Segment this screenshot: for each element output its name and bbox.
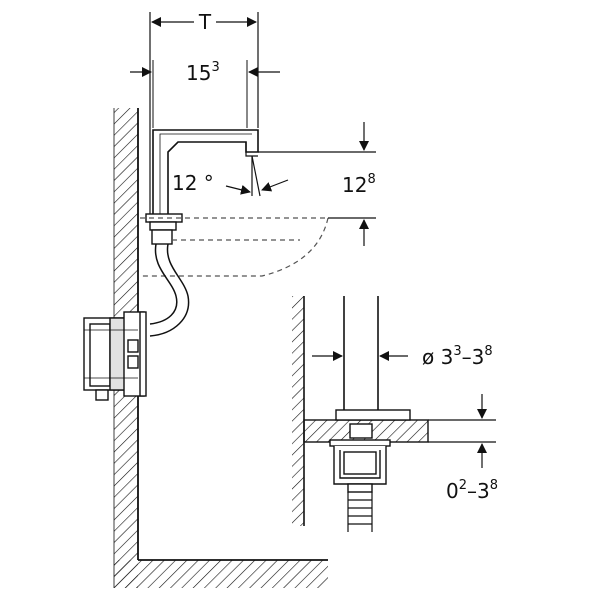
dim-label-height: 128 <box>342 172 376 197</box>
dim-label-t: T <box>198 10 212 34</box>
dimension-spout-reach <box>130 60 280 128</box>
dimension-t <box>149 12 259 214</box>
dim-label-angle: 12 ° <box>172 171 214 195</box>
dimension-height <box>258 122 376 246</box>
detail-hose <box>347 492 373 532</box>
detail-wall <box>292 296 305 526</box>
dimension-thickness <box>428 394 496 468</box>
flex-hose <box>149 243 190 337</box>
sink-outline <box>140 217 329 277</box>
dim-label-thickness: 02–38 <box>446 478 498 503</box>
faucet-spout <box>152 129 259 214</box>
dim-label-diameter: ø 33–38 <box>422 344 493 369</box>
floor <box>114 559 328 588</box>
dimension-angle <box>225 155 289 197</box>
dim-label-spout-reach: 153 <box>186 60 220 85</box>
detail-fixing <box>329 423 391 493</box>
faucet-base <box>145 213 183 245</box>
control-box <box>83 311 147 401</box>
detail-pipe <box>343 296 379 412</box>
